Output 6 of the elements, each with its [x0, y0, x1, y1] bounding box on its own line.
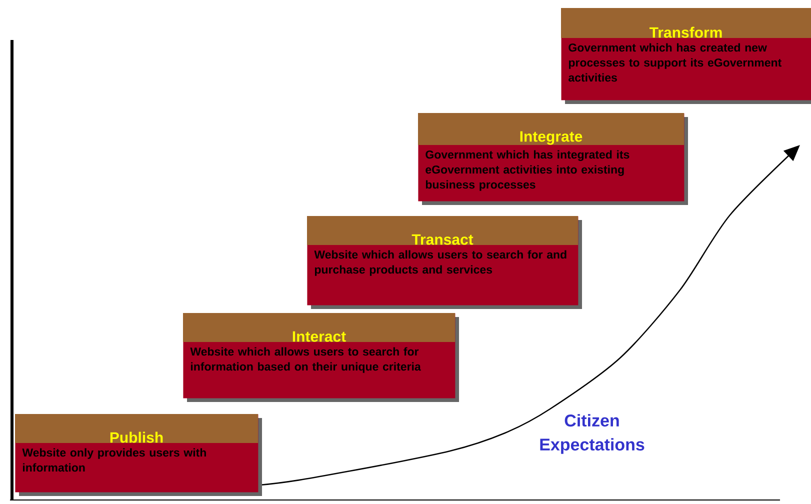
stage-box: Integrate Government which has integrated its eGovernment activities into existing business processes — [418, 113, 688, 205]
axis-label: Citizen Expectations — [540, 414, 644, 454]
stage-box: Interact Website which allows users to search for information based on their unique criteria — [183, 313, 459, 402]
stage-box: Transact Website which allows users to search for and purchase products and services — [307, 216, 582, 309]
stage-box: Publish Website only provides users with information — [15, 414, 262, 496]
stage-box: Transform Government which has created new processes to support its eGovernment activities — [561, 8, 811, 104]
